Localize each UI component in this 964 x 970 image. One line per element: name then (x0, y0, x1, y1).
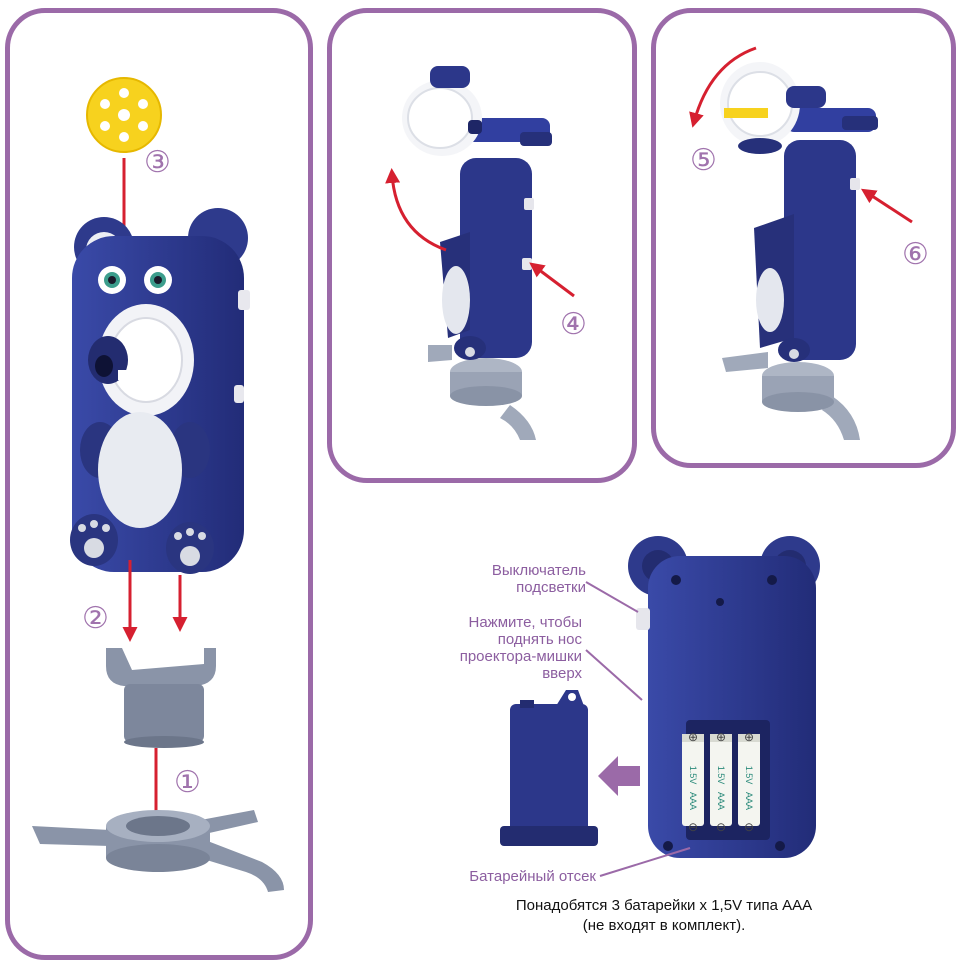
callout-battery-compartment: Батарейный отсек (469, 868, 596, 885)
tripod-stand-base (32, 810, 284, 892)
bear-projector-front (70, 208, 250, 574)
callout-light-switch-line-1: Выключатель (491, 562, 586, 579)
battery-3-minus: ⊖ (743, 820, 755, 834)
latch-button-arrow (860, 188, 913, 224)
battery-3-plus: ⊕ (743, 730, 755, 744)
battery-requirement-note: Понадобятся 3 батарейки х 1,5V типа ААА … (464, 896, 864, 936)
leader-light-switch (585, 581, 639, 613)
callout-light-switch-line-2: подсветки (516, 579, 586, 596)
battery-note-line-2: (не входят в комплект). (582, 917, 746, 934)
raise-nose-arrow (385, 168, 447, 252)
step-number-5: ⑤ (690, 143, 717, 178)
battery-note-line-1: Понадобятся 3 батарейки х 1,5V типа ААА (515, 897, 813, 914)
callout-press-nose-line-1: Нажмите, чтобы (468, 614, 582, 631)
step-number-4: ④ (560, 307, 587, 342)
battery-2-type: AAA (716, 791, 726, 810)
battery-compartment-cover (500, 690, 598, 846)
callout-press-nose-line-3: проектора-мишки (459, 648, 582, 665)
battery-1-minus: ⊖ (687, 820, 699, 834)
yellow-slide-disc (86, 77, 162, 153)
battery-2 (710, 734, 732, 826)
leader-battery-compartment (599, 847, 691, 877)
battery-1-plus: ⊕ (687, 730, 699, 744)
leader-nose-button (585, 649, 643, 701)
callout-light-switch: Выключатель подсветки (440, 562, 586, 596)
stand-holder-cup (106, 648, 216, 748)
step-number-2: ② (82, 601, 109, 636)
battery-1 (682, 734, 704, 826)
battery-1-type: AAA (688, 791, 698, 810)
step-number-3: ③ (144, 145, 171, 180)
remove-cover-arrow (598, 756, 640, 796)
rotate-nose-arrow (689, 46, 757, 128)
callout-press-nose-line-4: вверх (542, 665, 582, 682)
battery-3-type: AAA (744, 791, 754, 810)
bear-projector-side-raised (402, 66, 552, 440)
callout-press-nose-line-2: поднять нос (497, 631, 582, 648)
step-number-6: ⑥ (902, 237, 929, 272)
bear-projector-side-rotating (720, 62, 878, 440)
battery-2-plus: ⊕ (715, 730, 727, 744)
step-number-1: ① (174, 765, 201, 800)
battery-3 (738, 734, 760, 826)
callout-press-nose: Нажмите, чтобы поднять нос проектора-миш… (436, 614, 582, 682)
battery-2-minus: ⊖ (715, 820, 727, 834)
press-button-arrow (529, 262, 575, 298)
